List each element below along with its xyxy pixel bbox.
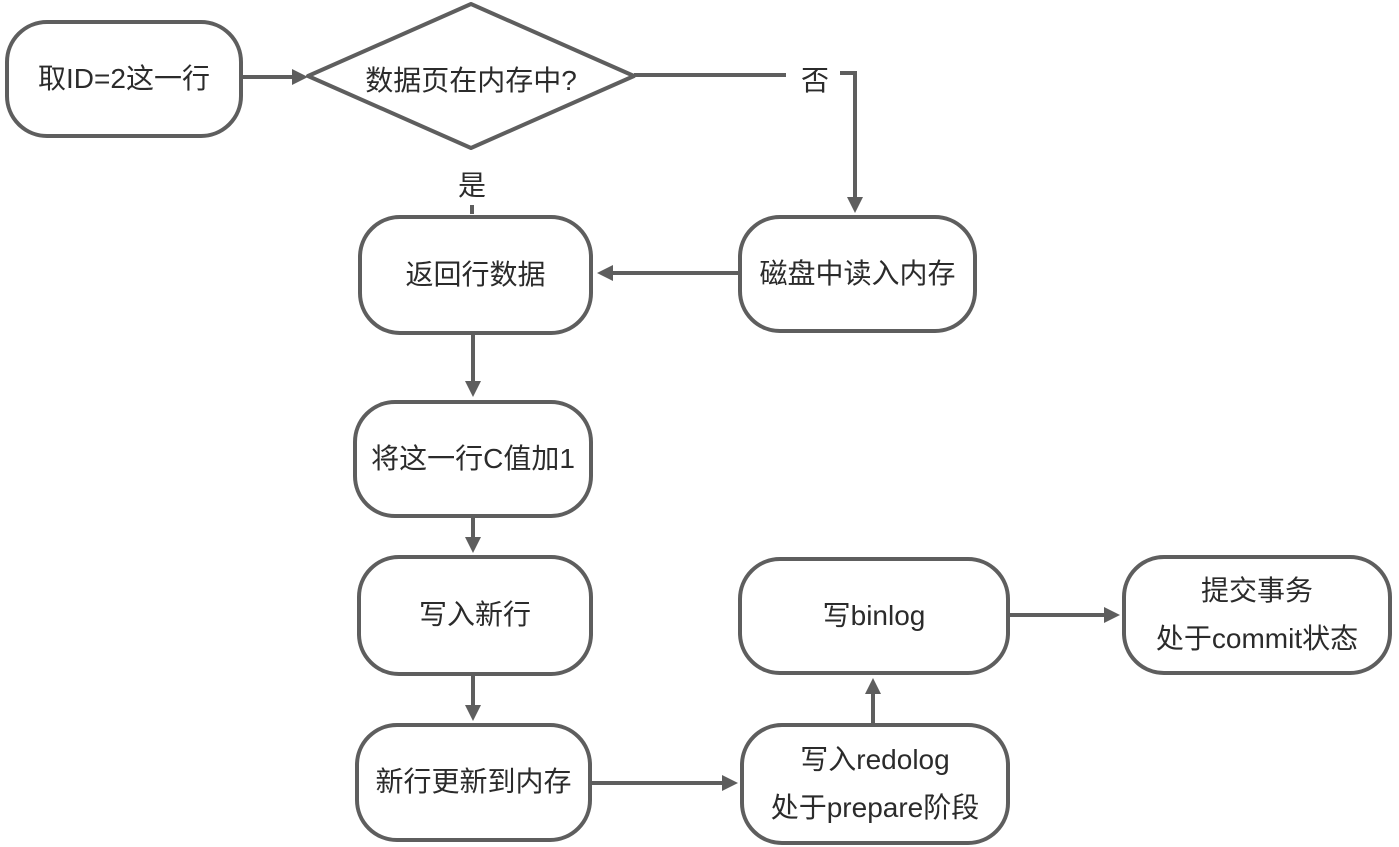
node-write-redolog-line1: 写入redolog	[800, 743, 950, 775]
decision-diamond-shape	[306, 2, 636, 150]
node-increment-c: 将这一行C值加1	[353, 400, 593, 518]
node-write-new-row-label: 写入新行	[418, 599, 531, 631]
node-read-disk-label: 磁盘中读入内存	[759, 257, 956, 289]
node-commit-line2: 处于commit状态	[1155, 623, 1359, 654]
node-commit-line1: 提交事务	[1200, 574, 1313, 606]
node-write-redolog: 写入redolog 处于prepare阶段	[740, 723, 1010, 845]
node-decision-label: 数据页在内存中?	[365, 65, 577, 96]
edge-start-to-decision	[243, 69, 308, 85]
node-return-row-label: 返回行数据	[405, 258, 546, 290]
arrowhead-down-icon	[847, 197, 863, 213]
edge-write-binlog-to-commit	[1010, 607, 1120, 623]
node-write-binlog: 写binlog	[738, 557, 1010, 675]
node-write-binlog-label: 写binlog	[822, 599, 926, 631]
arrowhead-left-icon	[597, 265, 613, 281]
arrowhead-down-icon	[465, 705, 481, 721]
node-return-row: 返回行数据	[358, 215, 593, 335]
node-write-new-row: 写入新行	[357, 555, 593, 676]
edge-return-row-to-increment	[465, 335, 481, 397]
arrowhead-up-icon	[865, 678, 881, 694]
arrowhead-down-icon	[465, 381, 481, 397]
node-start: 取ID=2这一行	[5, 20, 243, 138]
node-start-label: 取ID=2这一行	[38, 62, 210, 94]
node-write-redolog-line2: 处于prepare阶段	[770, 792, 980, 823]
edge-label-no: 否	[800, 65, 829, 96]
arrowhead-down-icon	[465, 537, 481, 553]
node-increment-c-label: 将这一行C值加1	[371, 442, 575, 474]
edge-write-new-row-to-update-memory	[465, 676, 481, 721]
edge-increment-to-write-new-row	[465, 518, 481, 553]
edge-no-to-read-disk	[840, 71, 863, 213]
node-update-memory-label: 新行更新到内存	[375, 766, 572, 798]
node-commit: 提交事务 处于commit状态	[1122, 555, 1392, 675]
edge-update-memory-to-write-redolog	[592, 775, 738, 791]
arrowhead-right-icon	[722, 775, 738, 791]
arrowhead-right-icon	[292, 69, 308, 85]
node-update-memory: 新行更新到内存	[355, 723, 592, 842]
edge-write-redolog-to-write-binlog	[865, 678, 881, 723]
edge-label-yes: 是	[457, 170, 486, 201]
edge-read-disk-to-return-row	[597, 265, 738, 281]
arrowhead-right-icon	[1104, 607, 1120, 623]
node-read-disk: 磁盘中读入内存	[738, 215, 977, 333]
